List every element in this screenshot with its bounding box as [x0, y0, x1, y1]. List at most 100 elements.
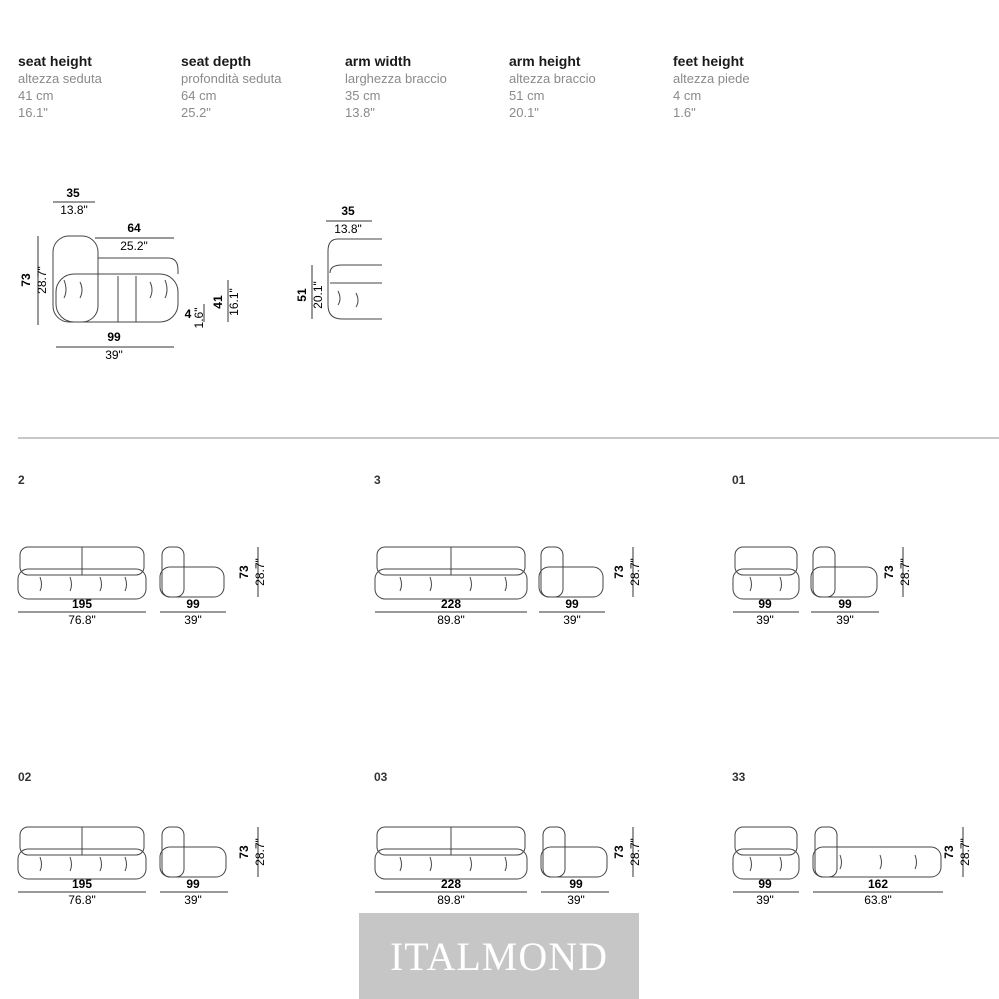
config-front-cm: 195	[72, 877, 92, 891]
spec-subtitle: altezza seduta	[18, 71, 102, 86]
dim-height-cm: 73	[19, 273, 33, 287]
config-front-cm: 228	[441, 597, 461, 611]
dim-depth-cm: 64	[127, 221, 141, 235]
dim-feet-cm: 4	[185, 307, 192, 321]
config-row-1: 195 76.8" 99 39" 73 28.7" 228 89.8" 99 3…	[17, 546, 912, 627]
config-h-in: 28.7"	[958, 838, 972, 866]
spec-subtitle: larghezza braccio	[345, 71, 447, 86]
dim-feet-in: 1.6"	[192, 308, 206, 329]
config-front-in: 76.8"	[68, 893, 96, 907]
dim-arm-width-in: 13.8"	[334, 222, 362, 236]
config-front-in: 89.8"	[437, 893, 465, 907]
dim-arm-width-cm: 35	[66, 186, 80, 200]
dim-seat-in: 16.1"	[227, 288, 241, 316]
dim-arm-width-cm: 35	[341, 204, 355, 218]
dim-arm-width-in: 13.8"	[60, 203, 88, 217]
config-side-cm: 162	[868, 877, 888, 891]
spec-title: arm height	[509, 53, 581, 69]
config-side-in: 39"	[563, 613, 581, 627]
config-code: 2	[18, 473, 25, 487]
config-h-in: 28.7"	[253, 838, 267, 866]
config-h-cm: 73	[942, 845, 956, 859]
dim-arm-height-cm: 51	[295, 288, 309, 302]
config-side-in: 63.8"	[864, 893, 892, 907]
config-h-cm: 73	[612, 845, 626, 859]
config-2-side	[159, 546, 225, 598]
spec-subtitle: profondità seduta	[181, 71, 282, 86]
config-side-cm: 99	[565, 597, 579, 611]
config-code: 01	[732, 473, 746, 487]
config-01-front	[732, 546, 800, 600]
config-row-2: 195 76.8" 99 39" 73 28.7" 228 89.8" 99 3…	[17, 826, 972, 907]
config-02-side	[159, 826, 227, 878]
spec-arm-width: arm width larghezza braccio 35 cm 13.8"	[345, 52, 505, 121]
config-side-cm: 99	[838, 597, 852, 611]
spec-title: seat depth	[181, 53, 252, 69]
dim-arm-height-in: 20.1"	[311, 281, 325, 309]
config-01-side	[810, 546, 878, 598]
spec-inch: 16.1"	[18, 105, 48, 120]
config-side-cm: 99	[569, 877, 583, 891]
spec-cm: 4 cm	[673, 88, 702, 103]
config-side-in: 39"	[567, 893, 585, 907]
spec-title: feet height	[673, 53, 744, 69]
spec-arm-height: arm height altezza braccio 51 cm 20.1"	[509, 52, 669, 121]
spec-seat-depth: seat depth profondità seduta 64 cm 25.2"	[181, 52, 341, 121]
spec-inch: 25.2"	[181, 105, 211, 120]
spec-title: arm width	[345, 53, 412, 69]
config-h-cm: 73	[882, 565, 896, 579]
side-view-diagram: 35 13.8" 64 25.2" 73 28.7" 4 1.6" 41 16.…	[19, 186, 241, 362]
config-front-in: 39"	[756, 613, 774, 627]
spec-inch: 20.1"	[509, 105, 539, 120]
sofa-side-outline	[52, 235, 179, 323]
config-33-side	[812, 826, 942, 878]
dim-seat-cm: 41	[211, 295, 225, 309]
dim-depth-in: 25.2"	[120, 239, 148, 253]
spec-cm: 35 cm	[345, 88, 381, 103]
config-h-in: 28.7"	[253, 558, 267, 586]
spec-seat-height: seat height altezza seduta 41 cm 16.1"	[18, 52, 178, 121]
config-front-cm: 99	[758, 597, 772, 611]
config-side-in: 39"	[184, 613, 202, 627]
config-side-in: 39"	[184, 893, 202, 907]
spec-cm: 64 cm	[181, 88, 217, 103]
config-side-cm: 99	[186, 877, 200, 891]
config-h-in: 28.7"	[628, 558, 642, 586]
spec-subtitle: altezza piede	[673, 71, 750, 86]
config-front-cm: 99	[758, 877, 772, 891]
dim-width-in: 39"	[105, 348, 123, 362]
config-front-in: 39"	[756, 893, 774, 907]
config-h-cm: 73	[237, 845, 251, 859]
config-h-cm: 73	[612, 565, 626, 579]
config-3-side	[538, 546, 604, 598]
config-front-cm: 195	[72, 597, 92, 611]
dim-width-cm: 99	[107, 330, 121, 344]
config-03-side	[540, 826, 608, 878]
config-2-front	[17, 546, 147, 600]
section-divider	[18, 437, 999, 439]
sofa-arm-outline	[327, 238, 382, 320]
config-02-front	[17, 826, 147, 880]
config-front-in: 76.8"	[68, 613, 96, 627]
config-side-in: 39"	[836, 613, 854, 627]
config-33-front	[732, 826, 800, 880]
config-3-front	[374, 546, 528, 600]
config-code: 03	[374, 770, 388, 784]
config-h-in: 28.7"	[898, 558, 912, 586]
spec-inch: 1.6"	[673, 105, 696, 120]
config-03-front	[374, 826, 528, 880]
dim-height-in: 28.7"	[35, 266, 49, 294]
config-h-cm: 73	[237, 565, 251, 579]
config-code: 3	[374, 473, 381, 487]
watermark-logo: ITALMOND	[359, 913, 639, 999]
spec-title: seat height	[18, 53, 92, 69]
spec-inch: 13.8"	[345, 105, 375, 120]
arm-view-diagram: 35 13.8" 51 20.1"	[295, 204, 382, 320]
config-h-in: 28.7"	[628, 838, 642, 866]
spec-cm: 41 cm	[18, 88, 54, 103]
config-front-cm: 228	[441, 877, 461, 891]
config-front-in: 89.8"	[437, 613, 465, 627]
config-code: 02	[18, 770, 32, 784]
spec-subtitle: altezza braccio	[509, 71, 596, 86]
spec-cm: 51 cm	[509, 88, 545, 103]
